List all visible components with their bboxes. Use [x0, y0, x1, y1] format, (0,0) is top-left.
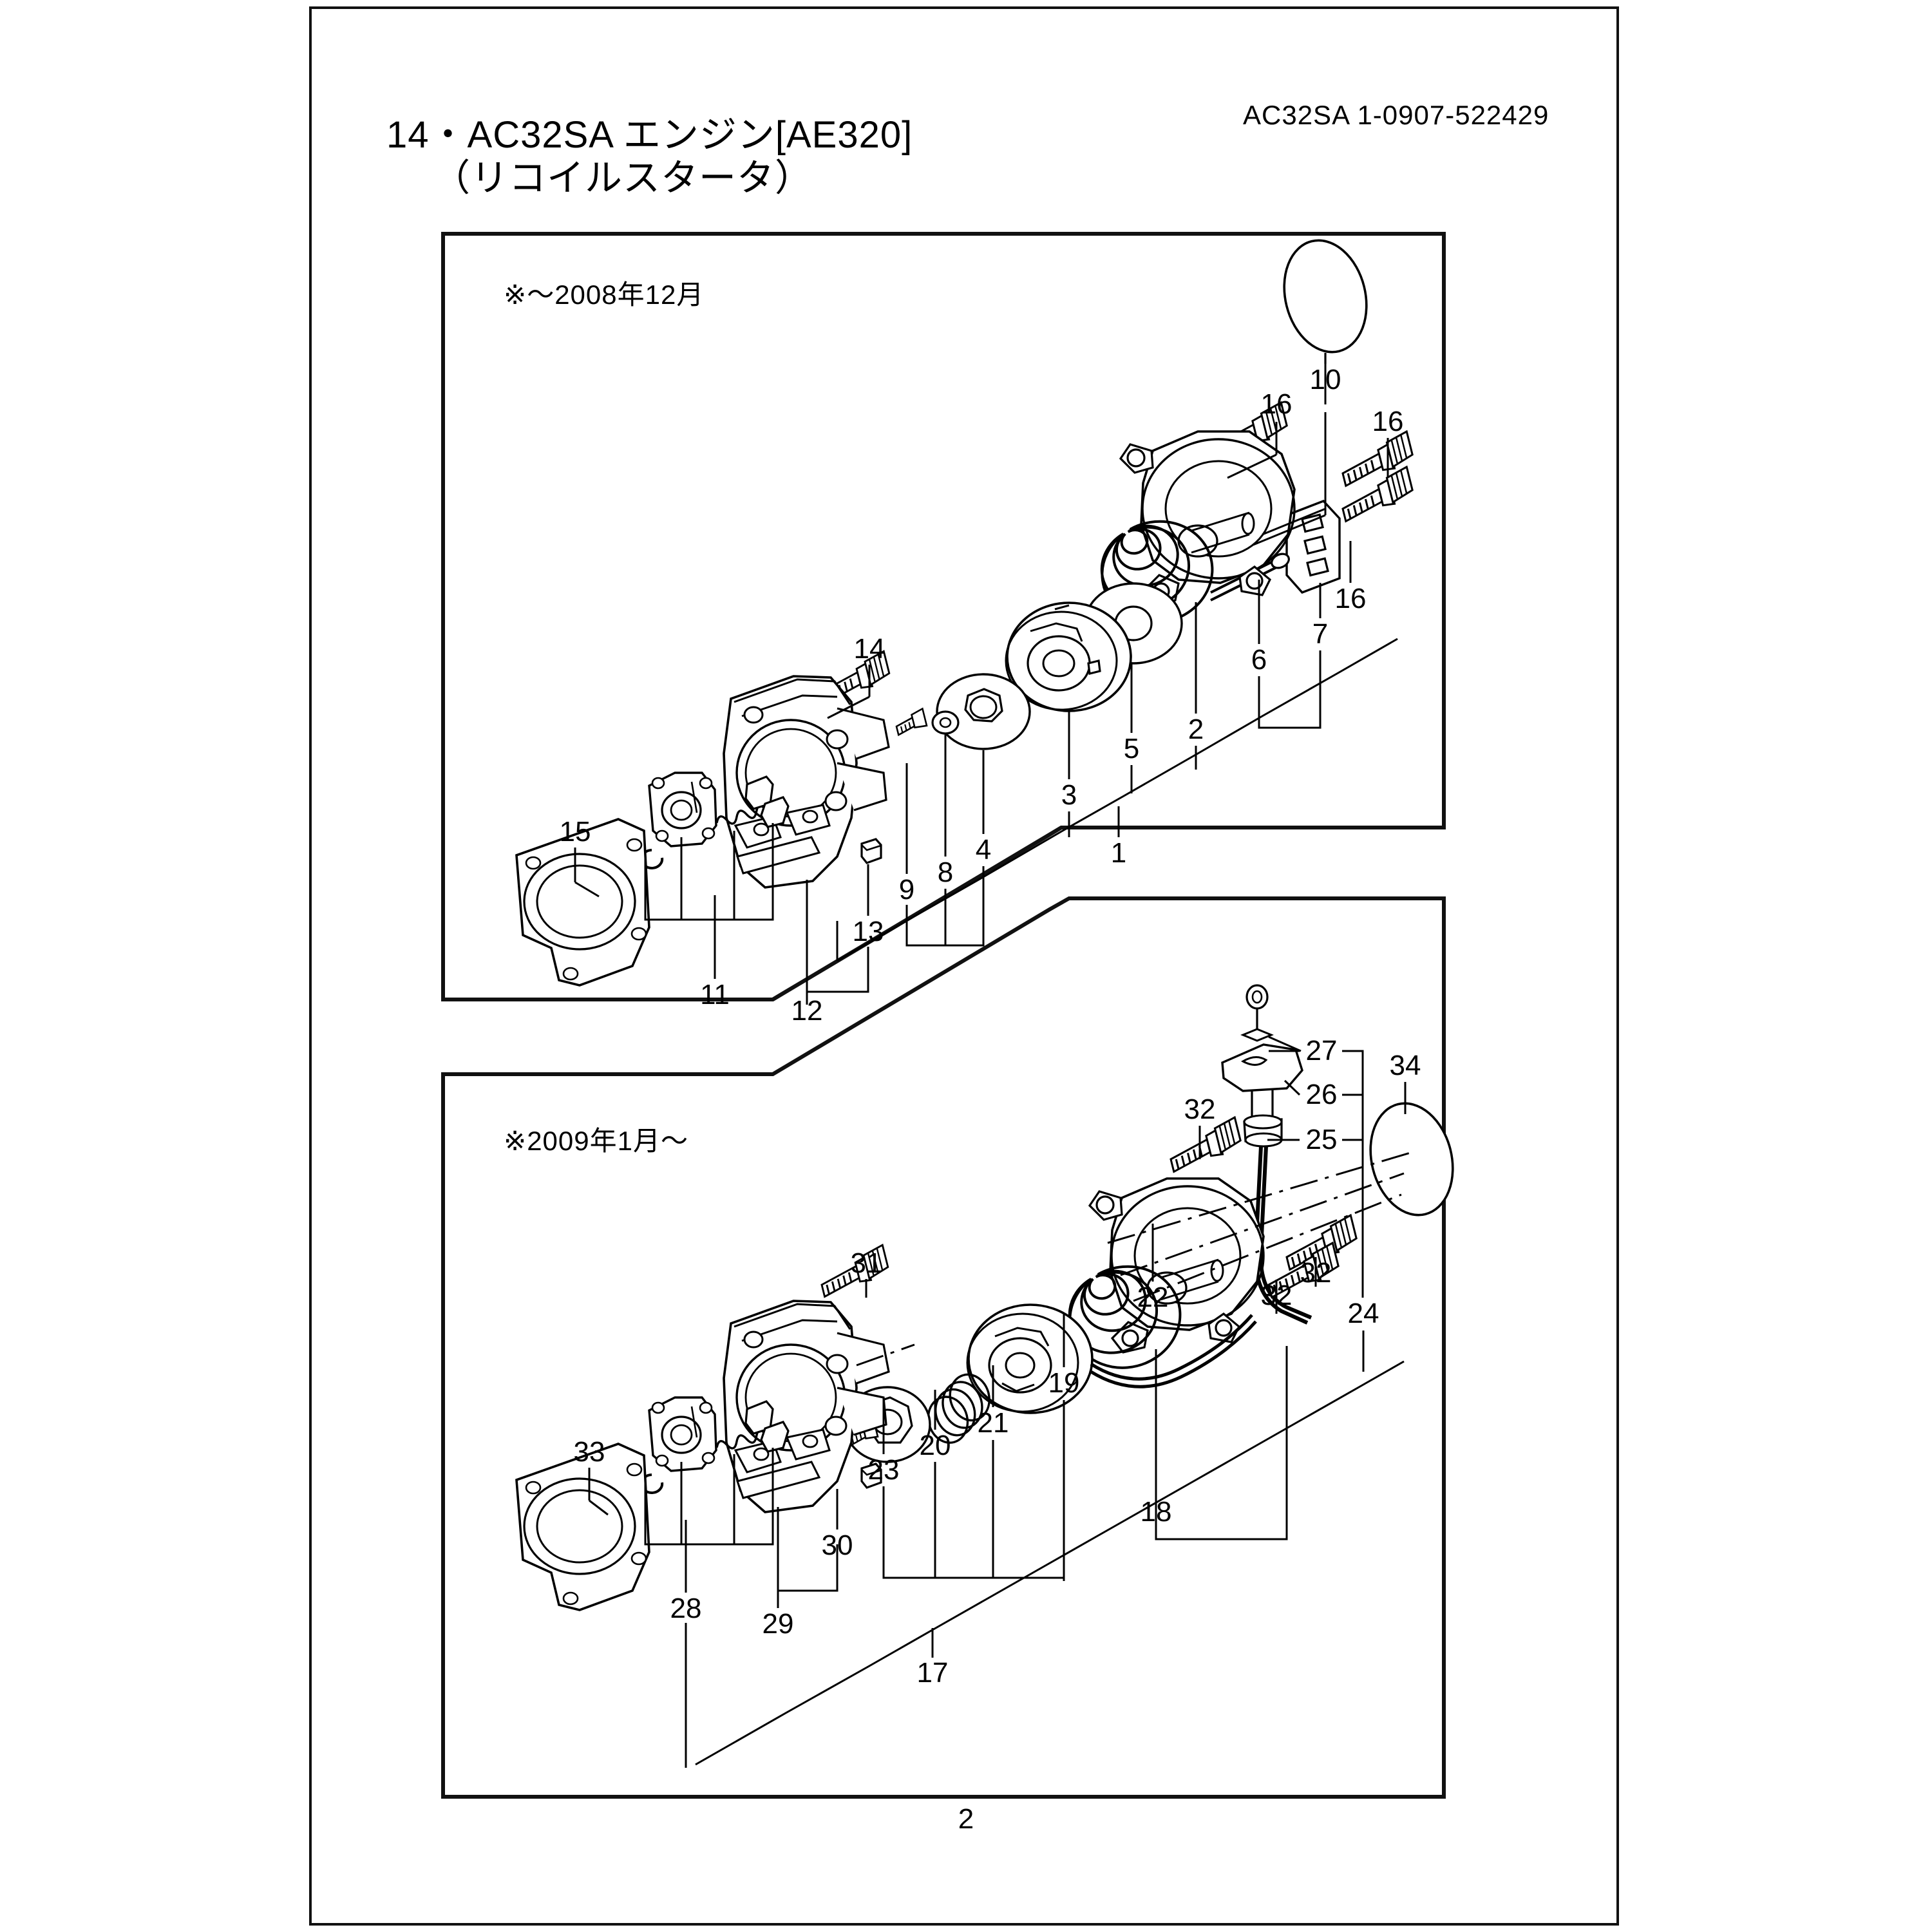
callout-17: 17 — [916, 1657, 949, 1689]
callout-9: 9 — [898, 874, 915, 905]
callout-16: 16 — [1260, 388, 1293, 420]
page-border — [309, 6, 1619, 1926]
callout-16: 16 — [1372, 406, 1404, 437]
callout-12: 12 — [791, 995, 823, 1027]
upper-panel-date-note: ※～2008年12月 — [504, 279, 705, 310]
callout-10: 10 — [1309, 364, 1341, 395]
callout-22: 22 — [1137, 1282, 1169, 1313]
page-number: 2 — [958, 1803, 974, 1835]
callout-15: 15 — [559, 816, 591, 848]
callout-28: 28 — [670, 1593, 702, 1624]
callout-32: 32 — [1300, 1257, 1332, 1289]
callout-21: 21 — [977, 1407, 1009, 1439]
callout-25: 25 — [1305, 1124, 1338, 1155]
callout-1: 1 — [1110, 837, 1127, 869]
callout-7: 7 — [1312, 618, 1329, 650]
callout-6: 6 — [1251, 644, 1267, 676]
callout-16: 16 — [1334, 583, 1367, 614]
callout-11: 11 — [700, 979, 730, 1010]
callout-32: 32 — [1260, 1280, 1293, 1311]
callout-13: 13 — [852, 916, 884, 947]
callout-32: 32 — [1184, 1094, 1216, 1125]
callout-5: 5 — [1123, 733, 1140, 764]
lower-panel-date-note: ※2009年1月～ — [504, 1126, 688, 1156]
callout-2: 2 — [1188, 714, 1204, 745]
callout-23: 23 — [867, 1454, 900, 1486]
callout-19: 19 — [1048, 1367, 1080, 1399]
model-code: AC32SA 1-0907-522429 — [1243, 100, 1549, 130]
callout-20: 20 — [919, 1430, 951, 1461]
callout-8: 8 — [937, 857, 954, 888]
callout-33: 33 — [573, 1436, 605, 1468]
callout-29: 29 — [762, 1608, 794, 1640]
callout-4: 4 — [975, 834, 992, 866]
callout-3: 3 — [1061, 779, 1077, 811]
callout-26: 26 — [1305, 1079, 1338, 1110]
callout-27: 27 — [1305, 1035, 1338, 1066]
page-title: 14・AC32SA エンジン[AE320] （リコイルスタータ） — [386, 114, 913, 202]
callout-24: 24 — [1347, 1298, 1379, 1329]
callout-14: 14 — [853, 633, 886, 665]
callout-34: 34 — [1389, 1050, 1421, 1081]
callout-18: 18 — [1140, 1496, 1172, 1528]
callout-31: 31 — [850, 1247, 882, 1279]
title-line-2: （リコイルスタータ） — [433, 156, 813, 199]
callout-30: 30 — [821, 1530, 853, 1561]
title-line-1: 14・AC32SA エンジン[AE320] — [386, 114, 913, 156]
